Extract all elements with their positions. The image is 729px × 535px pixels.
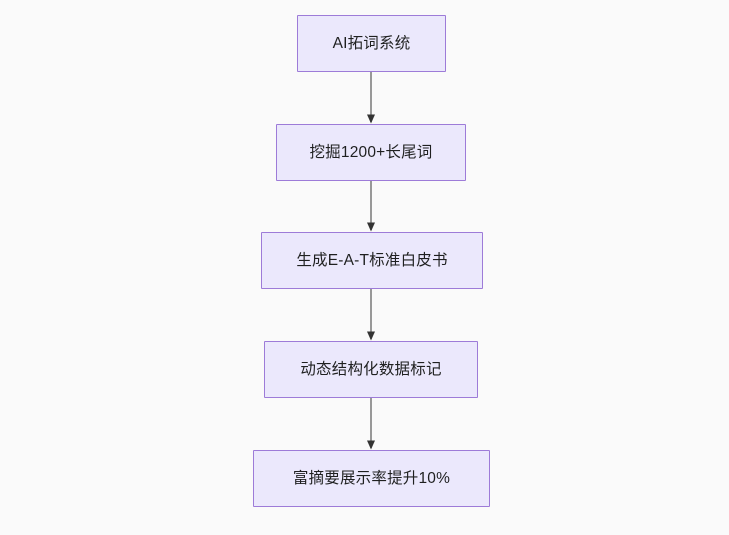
flow-node-dynamic-structured-data-markup[interactable]: 动态结构化数据标记 <box>264 341 478 398</box>
flow-node-mine-longtail-keywords[interactable]: 挖掘1200+长尾词 <box>276 124 466 181</box>
flow-node-rich-snippet-impression-uplift[interactable]: 富摘要展示率提升10% <box>253 450 490 507</box>
flow-node-ai-keyword-system[interactable]: AI拓词系统 <box>297 15 446 72</box>
flow-node-label: 生成E-A-T标准白皮书 <box>296 251 448 269</box>
flow-node-generate-eat-whitepaper[interactable]: 生成E-A-T标准白皮书 <box>261 232 483 289</box>
flow-node-label: AI拓词系统 <box>332 34 411 52</box>
flow-node-label: 动态结构化数据标记 <box>300 360 442 378</box>
flow-node-label: 富摘要展示率提升10% <box>292 469 451 487</box>
flow-node-label: 挖掘1200+长尾词 <box>309 143 433 161</box>
